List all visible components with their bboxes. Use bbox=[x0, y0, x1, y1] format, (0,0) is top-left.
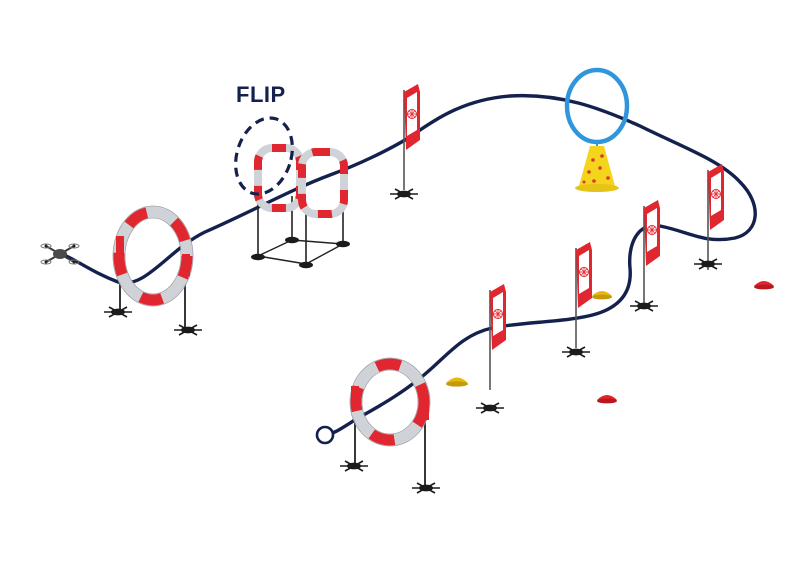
flip-loop bbox=[234, 116, 294, 196]
red-marker bbox=[754, 281, 774, 290]
double-box-gate bbox=[251, 144, 350, 269]
blue-hoop-on-cone bbox=[564, 67, 630, 192]
round-gate bbox=[339, 357, 441, 494]
drone-icon bbox=[40, 243, 80, 265]
flag-3 bbox=[629, 199, 661, 312]
flag-5 bbox=[475, 283, 507, 414]
finish-ring bbox=[315, 425, 335, 445]
yellow-marker bbox=[446, 377, 468, 387]
flag-2 bbox=[693, 163, 725, 271]
flip-label: FLIP bbox=[236, 82, 286, 107]
flight-path bbox=[60, 93, 757, 437]
round-gate bbox=[103, 205, 203, 336]
red-marker bbox=[597, 395, 617, 404]
flag-4 bbox=[561, 241, 593, 358]
yellow-marker bbox=[592, 291, 612, 300]
